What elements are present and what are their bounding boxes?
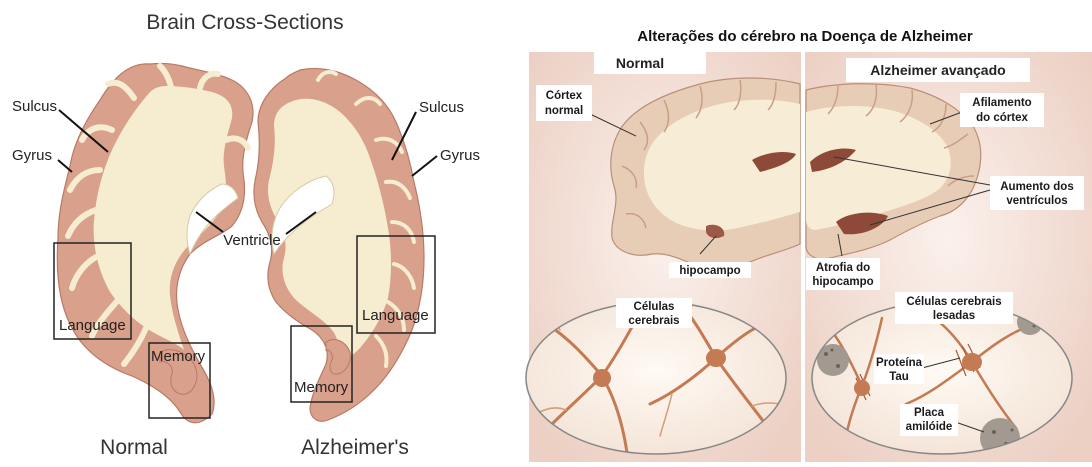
- label-lesadas-1: Células cerebrais: [906, 296, 1001, 308]
- label-language-alzheimer: Language: [362, 307, 429, 324]
- normal-panel-label: Normal: [616, 55, 664, 71]
- label-lesadas-2: lesadas: [933, 310, 975, 322]
- label-tau-2: Tau: [889, 371, 909, 383]
- label-cortex-normal-1: Córtex: [546, 90, 583, 102]
- right-figure: Alterações do cérebro na Doença de Alzhe…: [526, 28, 1092, 462]
- label-tau-1: Proteína: [876, 357, 923, 369]
- label-afilamento-2: do córtex: [976, 112, 1028, 124]
- label-atrofia-2: hipocampo: [812, 276, 873, 288]
- alzheimer-neuron-body-1: [854, 380, 870, 396]
- label-gyrus-normal: Gyrus: [12, 147, 52, 164]
- right-title: Alterações do cérebro na Doença de Alzhe…: [637, 28, 973, 45]
- label-celulas-1: Células: [634, 301, 675, 313]
- label-cortex-normal-2: normal: [545, 105, 583, 117]
- left-title: Brain Cross-Sections: [146, 11, 343, 34]
- label-hipocampo: hipocampo: [679, 265, 740, 277]
- label-aumento-2: ventrículos: [1006, 195, 1067, 207]
- label-sulcus-normal: Sulcus: [12, 98, 57, 115]
- label-placa-2: amilóide: [906, 421, 953, 433]
- caption-alzheimers: Alzheimer's: [301, 436, 409, 459]
- alzheimer-panel-label: Alzheimer avançado: [870, 62, 1005, 78]
- left-figure: Brain Cross-Sections: [12, 11, 480, 459]
- label-aumento-1: Aumento dos: [1000, 181, 1073, 193]
- label-placa-1: Placa: [914, 407, 945, 419]
- label-ventricle: Ventricle: [223, 232, 281, 249]
- caption-normal: Normal: [100, 436, 168, 459]
- label-memory-normal: Memory: [151, 348, 206, 365]
- label-atrofia-1: Atrofia do: [816, 262, 870, 274]
- label-gyrus-alzheimer: Gyrus: [440, 147, 480, 164]
- normal-neuron-body-2: [706, 349, 726, 367]
- label-celulas-2: cerebrais: [628, 315, 679, 327]
- label-memory-alzheimer: Memory: [294, 379, 349, 396]
- label-afilamento-1: Afilamento: [972, 97, 1031, 109]
- normal-neuron-body-1: [593, 369, 611, 387]
- label-sulcus-alzheimer: Sulcus: [419, 99, 464, 116]
- alzheimer-neuron-body-2: [962, 353, 982, 371]
- label-language-normal: Language: [59, 317, 126, 334]
